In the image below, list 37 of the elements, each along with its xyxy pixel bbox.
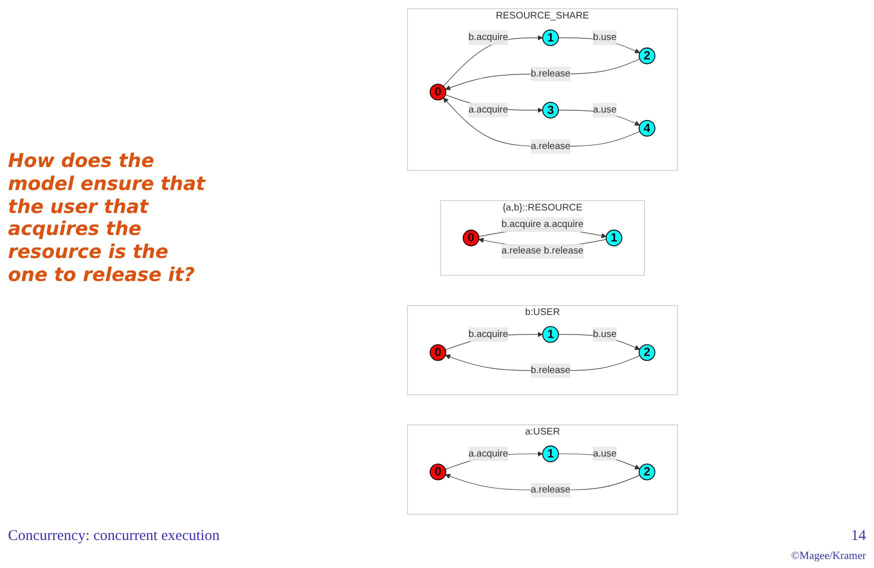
edge-label: a.acquire	[468, 104, 508, 115]
node-circle: 0	[462, 230, 480, 246]
node-circle: 1	[606, 230, 622, 246]
node-circle: 0	[430, 84, 446, 100]
node-circle: 2	[638, 464, 656, 480]
node-circle: 2	[638, 48, 656, 64]
arrow	[558, 110, 640, 126]
node-circle: 3	[542, 102, 559, 118]
edge-label: b.acquire	[468, 32, 508, 43]
question-note: How does the model ensure that the user that acquires the resource is the one to release it?	[8, 150, 207, 287]
arrow	[443, 98, 640, 147]
edge-label: a.release	[530, 484, 570, 495]
edge-label: a.use	[592, 104, 617, 115]
node-circle: 1	[542, 326, 559, 343]
edge-label: b.use	[592, 329, 617, 340]
arrow	[445, 58, 640, 90]
node-circle: 0	[430, 464, 446, 480]
arrow	[558, 334, 640, 350]
copyright-text: ©Magee/Kramer	[791, 550, 866, 562]
node-circle: 0	[430, 344, 446, 361]
arrow	[558, 37, 640, 54]
edge-label: a.acquire	[468, 448, 508, 459]
node-circle: 1	[542, 29, 559, 46]
edge-label: b.acquire a.acquire	[501, 219, 584, 230]
edge-label: b.use	[592, 32, 617, 43]
node-circle: 4	[638, 120, 656, 137]
edge-label: a.use	[592, 448, 617, 459]
arrow	[558, 454, 640, 470]
edge-label: b.release	[530, 365, 570, 376]
edge-label: a.release	[530, 140, 570, 152]
node-circle: 2	[638, 344, 656, 361]
page-number: 14	[851, 528, 866, 545]
node-circle: 1	[542, 446, 559, 462]
edge-label: b.release	[530, 68, 570, 79]
edge-label: a.release b.release	[501, 246, 584, 256]
footer-text: Concurrency: concurrent execution	[8, 528, 220, 545]
edge-label: b.acquire	[468, 329, 508, 340]
